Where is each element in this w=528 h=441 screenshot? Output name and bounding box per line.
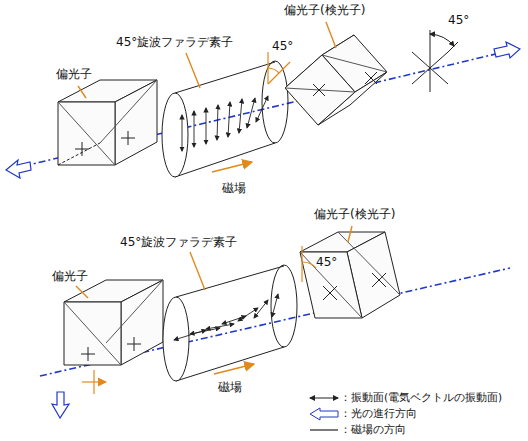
axis-cross bbox=[81, 337, 141, 361]
part-label: 45° bbox=[316, 256, 337, 270]
light-axis bbox=[40, 268, 510, 376]
part-label: 45° bbox=[448, 14, 469, 28]
part-label: 偏光子 bbox=[56, 68, 92, 82]
axis-cross bbox=[75, 131, 135, 156]
light-axis bbox=[24, 53, 500, 166]
leader-line bbox=[78, 22, 336, 98]
vibration-mark bbox=[82, 381, 106, 382]
leader-line bbox=[76, 226, 352, 298]
light-arrow bbox=[494, 42, 520, 58]
legend-light-symbol bbox=[310, 408, 338, 420]
legend-text: ：振動面(電気ベクトルの振動面) bbox=[340, 391, 502, 404]
analyzer-cube bbox=[285, 35, 387, 125]
faraday-rotator bbox=[163, 265, 297, 381]
vibration-arrows bbox=[182, 96, 268, 151]
legend-vibration-symbol bbox=[310, 398, 338, 399]
legend-text: ：磁場の方向 bbox=[340, 423, 406, 436]
faraday-rotator bbox=[162, 61, 288, 177]
part-label: 45°旋波ファラデ素子 bbox=[120, 236, 237, 250]
angle-mark bbox=[268, 52, 290, 84]
light-arrow bbox=[52, 392, 69, 418]
legend-field-symbol bbox=[310, 429, 338, 430]
part-label: 偏光子(検光子) bbox=[314, 208, 395, 222]
part-label: 磁場 bbox=[218, 381, 242, 395]
part-label: 45°旋波ファラデ素子 bbox=[116, 36, 233, 50]
vibration-arrows bbox=[174, 294, 278, 340]
field-arrow bbox=[212, 162, 252, 172]
legend-text: ：光の進行方向 bbox=[340, 407, 417, 420]
polarizer-cube bbox=[58, 80, 157, 165]
part-label: 偏光子(検光子) bbox=[284, 4, 365, 18]
angle-mark bbox=[302, 246, 316, 282]
angle-mark bbox=[430, 30, 458, 52]
light-arrow bbox=[6, 160, 31, 178]
axis-cross bbox=[323, 273, 386, 300]
field-arrow bbox=[214, 364, 254, 374]
part-label: 磁場 bbox=[222, 182, 246, 196]
axis-cross bbox=[313, 72, 377, 96]
polarizer-cube bbox=[64, 280, 163, 365]
part-label: 45° bbox=[272, 40, 293, 54]
polarization-star bbox=[412, 44, 448, 92]
analyzer-cube bbox=[300, 232, 400, 318]
part-label: 偏光子 bbox=[52, 270, 88, 284]
